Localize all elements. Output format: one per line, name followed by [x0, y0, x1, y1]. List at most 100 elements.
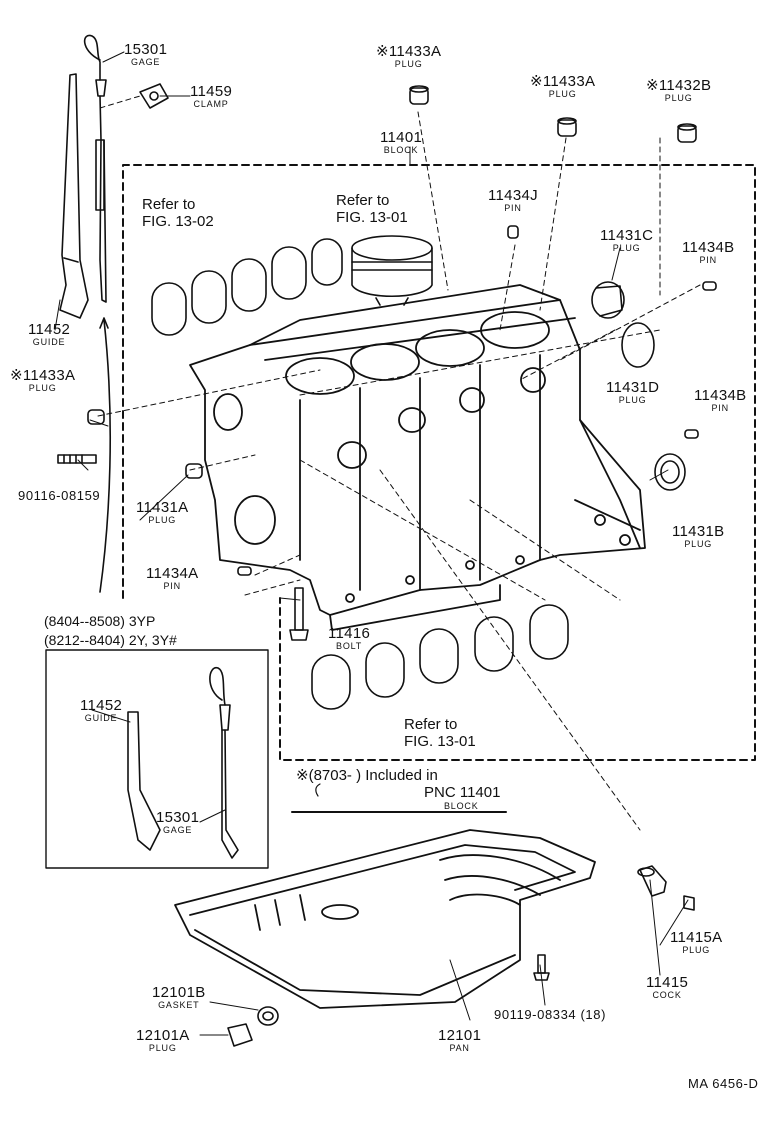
label-15301-gage: 15301 GAGE [124, 42, 167, 67]
part-number: 15301 [124, 41, 168, 58]
inset-gage [209, 667, 239, 859]
part-name: GAGE [131, 57, 161, 67]
inset-box [45, 649, 269, 869]
note-line-3: BLOCK [444, 801, 479, 811]
part-name: PLUG [548, 89, 577, 99]
label-11431a-plug: 11431A PLUG [136, 500, 188, 525]
part-number: 12101B [152, 984, 206, 1001]
part-number: 11434B [682, 239, 735, 256]
label-12101b-gasket: 12101B GASKET [152, 985, 206, 1010]
part-name: BOLT [336, 641, 363, 651]
refer-line: FIG. 13-01 [404, 733, 476, 751]
part-name: GAGE [163, 825, 193, 835]
refer-fig-13-02-upper: Refer to FIG. 13-02 [142, 196, 214, 231]
label-11431c-plug: 11431C PLUG [600, 228, 653, 253]
part-name: GASKET [158, 1000, 200, 1010]
part-name: GUIDE [32, 337, 66, 347]
label-11431b-plug: 11431B PLUG [672, 524, 724, 549]
note-line-2: PNC 11401 [424, 784, 501, 801]
part-name: PLUG [148, 515, 177, 525]
part-name: PLUG [684, 539, 713, 549]
label-11415a-plug: 11415A PLUG [670, 930, 722, 955]
part-name: PIN [699, 255, 717, 265]
bolt-shape [289, 587, 309, 641]
part-name: PAN [449, 1043, 470, 1053]
guide-arrow [99, 317, 112, 593]
part-number: 11459 [190, 83, 233, 100]
part-number: 11415A [670, 929, 723, 946]
label-12101a-plug: 12101A PLUG [136, 1028, 190, 1053]
cock-shape [637, 865, 695, 911]
part-name: PIN [711, 403, 729, 413]
part-number: 11431B [672, 523, 725, 540]
refer-fig-13-01-upper: Refer to FIG. 13-01 [336, 192, 408, 227]
pan-bolt [533, 954, 550, 981]
label-11433a-mid-plug: ※11433A PLUG [530, 74, 595, 99]
part-name: PLUG [28, 383, 57, 393]
part-number: ※11433A [376, 43, 442, 60]
part-number: 12101A [136, 1027, 190, 1044]
refer-line: FIG. 13-01 [336, 209, 408, 227]
part-name: BLOCK [383, 145, 419, 155]
pan-bolt-code: 90119-08334 (18) [494, 1007, 606, 1022]
part-name: PLUG [148, 1043, 177, 1053]
part-number: ※11432B [646, 77, 712, 94]
cylinder-block [189, 284, 646, 631]
part-number: 11416 [328, 625, 371, 642]
label-11433a-top-plug: ※11433A PLUG [376, 44, 441, 69]
part-name: PIN [504, 203, 522, 213]
part-name: PLUG [618, 395, 647, 405]
inset-header: (8404--8508) 3YP (8212--8404) 2Y, 3Y# [44, 612, 177, 650]
refer-fig-13-01-lower: Refer to FIG. 13-01 [404, 716, 476, 751]
inset-header-line: (8212--8404) 2Y, 3Y# [44, 631, 177, 648]
label-11452-guide: 11452 GUIDE [28, 322, 70, 347]
upper-bearings [151, 238, 343, 336]
part-number: 11434A [146, 565, 199, 582]
part-name: PLUG [612, 243, 641, 253]
part-number: 11431A [136, 499, 189, 516]
note-bracket [315, 783, 321, 797]
part-number: 11434B [694, 387, 747, 404]
dipstick-main [83, 34, 107, 303]
refer-line: Refer to [404, 716, 458, 733]
stud-code: 90116-08159 [18, 488, 101, 503]
label-11459-clamp: 11459 CLAMP [190, 84, 232, 109]
part-number: 15301 [156, 809, 200, 826]
note-line-1: ※(8703- ) Included in [296, 767, 438, 784]
label-11452-guide-inset: 11452 GUIDE [80, 698, 122, 723]
guide-main [59, 73, 89, 319]
refer-line: FIG. 13-02 [142, 213, 214, 231]
footer-code: MA 6456-D [688, 1076, 759, 1091]
part-number: 11452 [28, 321, 71, 338]
plug-shapes [87, 85, 697, 479]
part-number: 11415 [646, 974, 689, 991]
part-number: 11401 [380, 129, 423, 146]
label-11434b-pin-b: 11434B PIN [694, 388, 746, 413]
block-boundary [122, 164, 756, 761]
piston-shape [351, 235, 433, 306]
part-number: 11431D [606, 379, 660, 396]
oil-pan [174, 829, 596, 1009]
label-11434a-pin: 11434A PIN [146, 566, 198, 591]
part-name: GUIDE [84, 713, 118, 723]
refer-line: Refer to [336, 192, 390, 209]
part-name: CLAMP [193, 99, 229, 109]
part-number: 11434J [488, 187, 538, 204]
label-11415-cock: 11415 COCK [646, 975, 688, 1000]
label-11431d-plug: 11431D PLUG [606, 380, 659, 405]
label-12101-pan: 12101 PAN [438, 1028, 481, 1053]
included-note: ※(8703- ) Included in PNC 11401 BLOCK [296, 766, 500, 811]
large-plug-shapes [591, 281, 686, 491]
label-11433a-left-plug: ※11433A PLUG [10, 368, 75, 393]
leader-lines [97, 95, 701, 831]
part-number: ※11433A [10, 367, 76, 384]
stud-shape [57, 454, 97, 464]
lower-bearings [311, 604, 569, 710]
label-11432b-plug: ※11432B PLUG [646, 78, 711, 103]
part-name: PLUG [682, 945, 711, 955]
refer-line: Refer to [142, 196, 196, 213]
clamp-shape [139, 83, 169, 109]
part-number: 11431C [600, 227, 654, 244]
